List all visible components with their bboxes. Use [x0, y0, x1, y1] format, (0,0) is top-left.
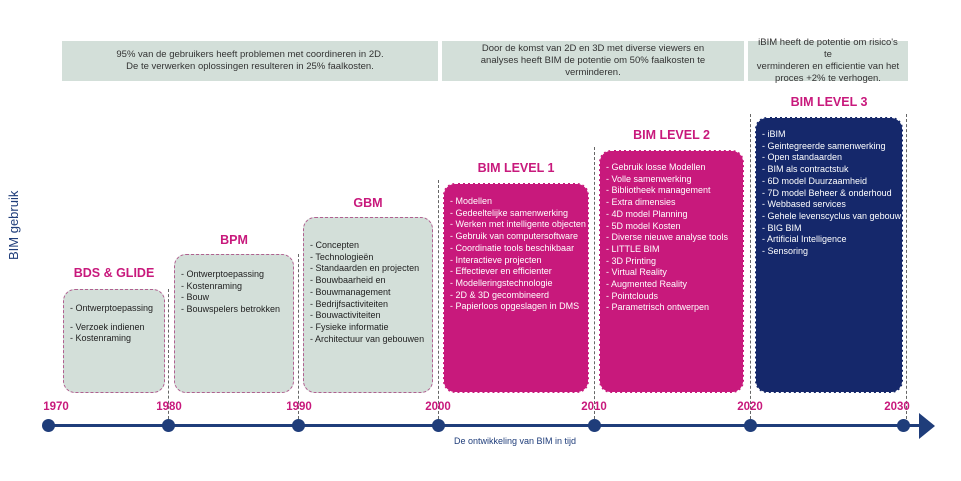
list-item: - Modellen — [450, 196, 493, 206]
list-item: - Parametrisch ontwerpen — [606, 302, 710, 313]
list-item: - Standaarden en projecten — [310, 263, 420, 274]
phase-title-bim-level-2: BIM LEVEL 2 — [633, 128, 710, 142]
phase-title-bds-glide: BDS & GLIDE — [73, 266, 155, 280]
list-item: - Volle samenwerking — [606, 173, 692, 184]
list-item: - LITTLE BIM — [606, 243, 660, 254]
list-item: - Coordinatie tools beschikbaar — [450, 242, 575, 253]
phase-card-bim-level-3: - iBIM - Geintegreerde samenwerking - Op… — [755, 117, 903, 393]
timeline-marker-2020 — [743, 419, 757, 432]
list-item: - Virtual Reality — [606, 267, 667, 278]
phase-card-bim-level-2: - Gebruik losse Modellen - Volle samenwe… — [599, 150, 744, 393]
list-item: - Bouwbaarheid en — [310, 275, 386, 286]
phase-title-bim-level-1: BIM LEVEL 1 — [477, 161, 555, 175]
list-item: - Extra dimensies — [606, 197, 676, 208]
list-item: - BIG BIM — [762, 222, 802, 233]
timeline-marker-2010 — [587, 419, 601, 432]
separator-2010 — [594, 147, 595, 419]
timeline-marker-1970 — [41, 419, 55, 432]
timeline-arrow-icon — [919, 413, 935, 439]
list-item: - Concepten — [310, 240, 360, 250]
separator-2000 — [438, 180, 439, 419]
list-item: - Kostenraming — [181, 280, 243, 291]
year-label-2010: 2010 — [581, 401, 607, 413]
list-item: - Gehele levenscyclus van gebouw — [762, 210, 902, 221]
list-item: - Sensoring — [762, 246, 809, 257]
list-item: - Effectiever en efficienter — [450, 266, 552, 277]
separator-1980 — [168, 289, 169, 419]
phase-card-bpm: - Ontwerptoepassing - Kostenraming - Bou… — [174, 254, 294, 393]
list-item: - Bibliotheek management — [606, 185, 711, 196]
timeline-marker-2000 — [431, 419, 445, 432]
year-label-1970: 1970 — [43, 401, 69, 413]
timeline-axis — [47, 424, 922, 427]
list-item: - Papierloos opgeslagen in DMS — [450, 301, 580, 312]
list-item: - Bouwspelers betrokken — [181, 304, 281, 315]
list-item: - Geintegreerde samenwerking — [762, 140, 886, 151]
list-item: - Bouw — [181, 292, 210, 303]
list-item: - Gebruik van computersoftware — [450, 231, 579, 242]
banner-3d: Door de komst van 2D en 3D met diverse v… — [442, 41, 744, 81]
list-item: - 6D model Duurzaamheid — [762, 175, 868, 186]
phase-card-bds-glide: - Ontwerptoepassing - Verzoek indienen -… — [63, 289, 165, 393]
list-item: - Werken met intelligente objecten — [450, 219, 586, 230]
timeline-marker-1990 — [291, 419, 305, 432]
list-item: - Webbased services — [762, 199, 846, 210]
list-item: - 7D model Beheer & onderhoud — [762, 187, 892, 198]
list-item: - 2D & 3D gecombineerd — [450, 289, 550, 300]
year-label-2000: 2000 — [425, 401, 451, 413]
list-item: - Verzoek indienen — [70, 321, 145, 332]
year-label-2020: 2020 — [737, 401, 763, 413]
phase-title-gbm: GBM — [353, 196, 383, 210]
list-item: - Gebruik losse Modellen — [606, 162, 706, 172]
year-label-1990: 1990 — [286, 401, 312, 413]
list-item: - Artificial Intelligence — [762, 234, 847, 245]
list-item: - Ontwerptoepassing — [181, 269, 265, 279]
list-item: - 3D Printing — [606, 255, 657, 266]
year-label-1980: 1980 — [156, 401, 182, 413]
phase-card-bim-level-1: - Modellen - Gedeeltelijke samenwerking … — [443, 183, 589, 393]
list-item: - Ontwerptoepassing — [70, 303, 154, 313]
list-item: - iBIM — [762, 129, 786, 139]
separator-1990 — [298, 254, 299, 419]
phase-title-bim-level-3: BIM LEVEL 3 — [790, 95, 868, 109]
list-item: - BIM als contractstuk — [762, 164, 849, 175]
y-axis-label: BIM gebruik — [6, 190, 21, 260]
phase-title-bpm: BPM — [220, 233, 248, 247]
list-item: - 4D model Planning — [606, 208, 688, 219]
list-item: - Bouwmanagement — [310, 286, 391, 297]
list-item: - Technologieën — [310, 251, 374, 262]
list-item: - Fysieke informatie — [310, 321, 389, 332]
list-item: - Kostenraming — [70, 333, 132, 344]
list-item: - Architectuur van gebouwen — [310, 333, 425, 344]
list-item: - Interactieve projecten — [450, 254, 542, 265]
list-item: - Diverse nieuwe analyse tools — [606, 232, 729, 243]
timeline-marker-2030 — [896, 419, 910, 432]
phase-card-gbm: - Concepten - Technologieën - Standaarde… — [303, 217, 433, 393]
list-item: - Modelleringstechnologie — [450, 277, 553, 288]
year-label-2030: 2030 — [884, 401, 910, 413]
list-item: - Bouwactiviteiten — [310, 310, 381, 321]
list-item: - Pointclouds — [606, 290, 659, 301]
timeline-caption: De ontwikkeling van BIM in tijd — [453, 436, 577, 446]
separator-2030 — [906, 114, 907, 419]
list-item: - Bedrijfsactiviteiten — [310, 298, 389, 309]
timeline-marker-1980 — [161, 419, 175, 432]
banner-2d: 95% van de gebruikers heeft problemen me… — [62, 41, 438, 81]
list-item: - Gedeeltelijke samenwerking — [450, 207, 569, 218]
separator-2020 — [750, 114, 751, 419]
list-item: - Augmented Reality — [606, 279, 688, 290]
list-item: - Open standaarden — [762, 152, 843, 163]
list-item: - 5D model Kosten — [606, 220, 681, 231]
